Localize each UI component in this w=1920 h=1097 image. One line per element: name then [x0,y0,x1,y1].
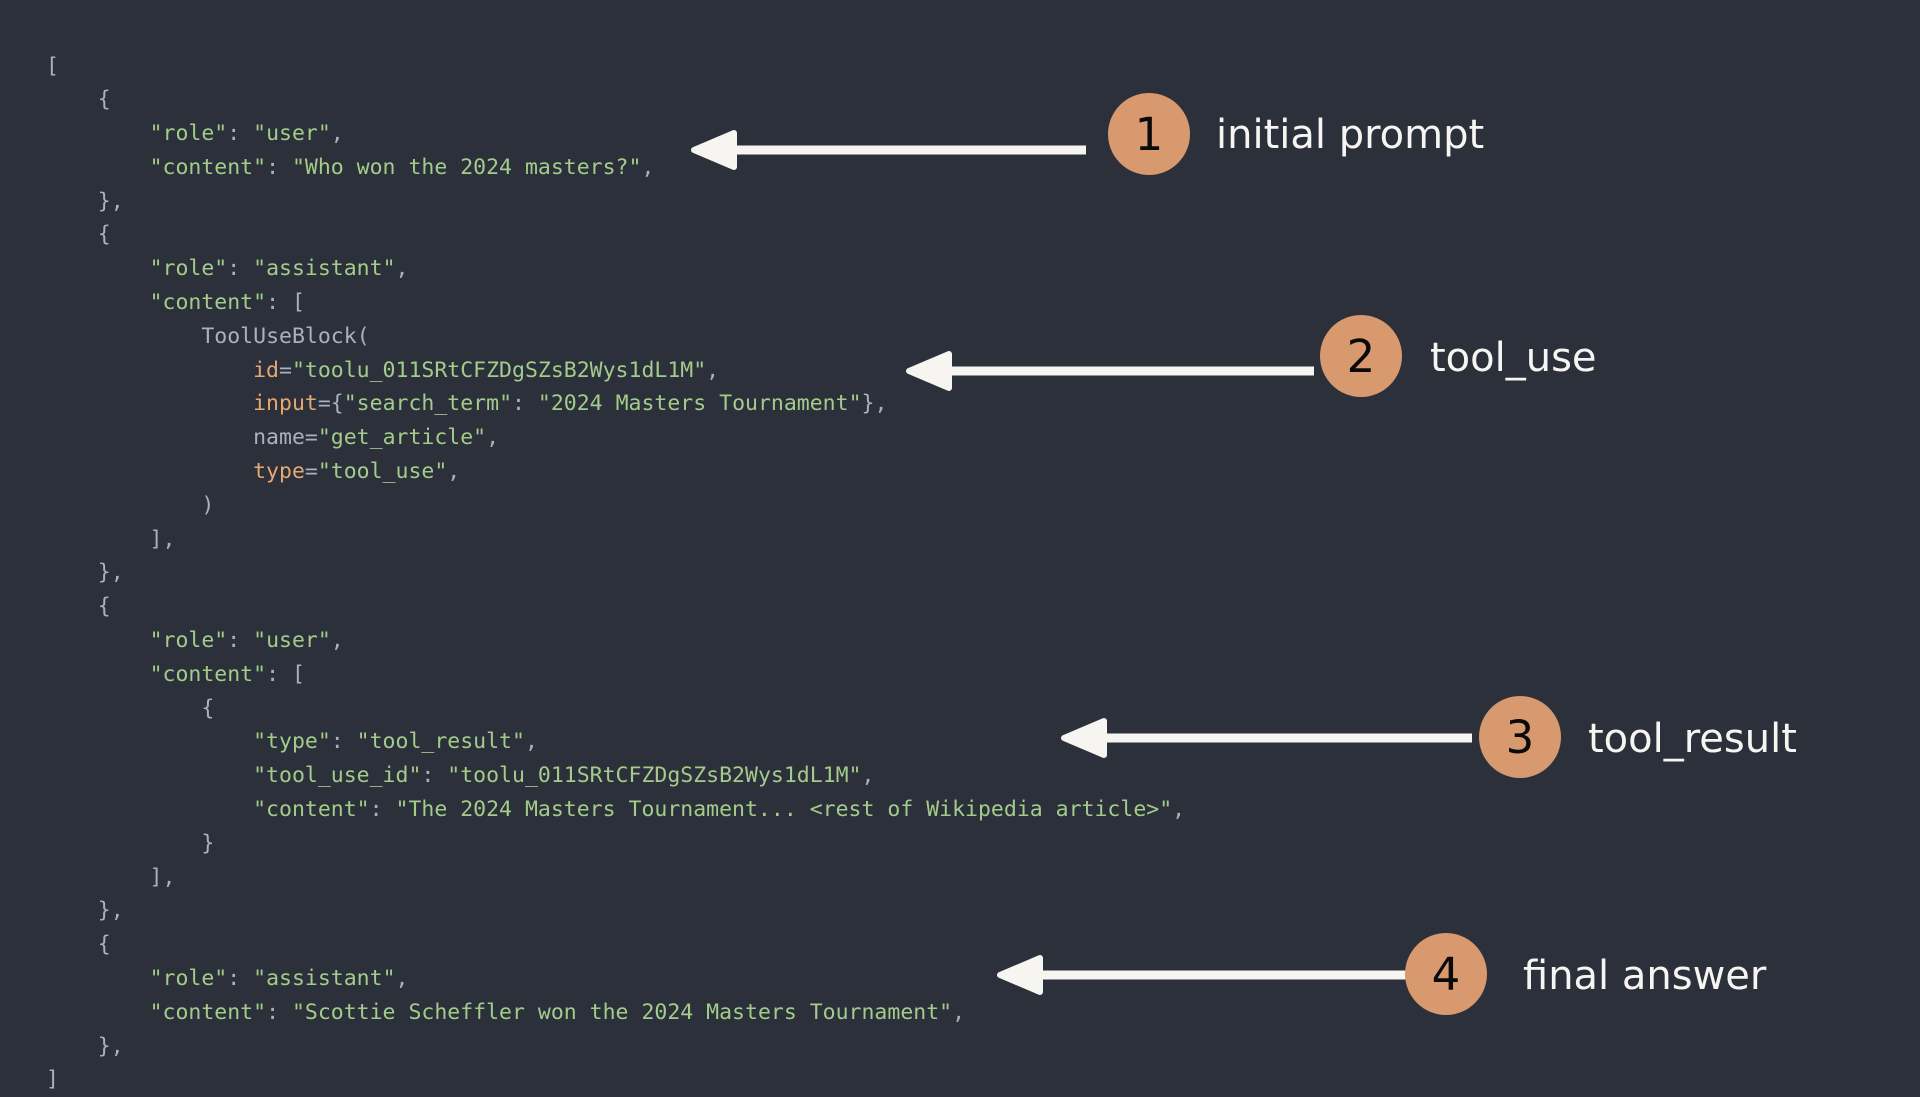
code-line: [ [46,50,1185,84]
code-line: "content": [ [46,286,1185,320]
code-line: "content": "The 2024 Masters Tournament.… [46,793,1185,827]
code-line: ) [46,489,1185,523]
annotation-badge-1: 1 [1108,93,1190,175]
code-line: { [46,928,1185,962]
annotation-label-2: tool_use [1430,338,1597,378]
code-block: [ { "role": "user", "content": "Who won … [46,50,1185,1097]
annotation-badge-3: 3 [1479,696,1561,778]
code-line: }, [46,185,1185,219]
code-line: { [46,590,1185,624]
code-line: { [46,83,1185,117]
code-line: ToolUseBlock( [46,320,1185,354]
code-line: "role": "assistant", [46,962,1185,996]
code-line: "role": "assistant", [46,252,1185,286]
code-line: }, [46,1030,1185,1064]
code-line: { [46,692,1185,726]
annotation-label-3: tool_result [1588,719,1797,759]
code-line: name="get_article", [46,421,1185,455]
code-line: "role": "user", [46,624,1185,658]
code-line: } [46,827,1185,861]
code-line: { [46,218,1185,252]
code-line-tool-result-id: "tool_use_id": "toolu_011SRtCFZDgSZsB2Wy… [46,759,1185,793]
code-line: "type": "tool_result", [46,725,1185,759]
code-line-initial-prompt: "content": "Who won the 2024 masters?", [46,151,1185,185]
code-line: ], [46,523,1185,557]
code-line: type="tool_use", [46,455,1185,489]
annotation-label-4: final answer [1523,956,1766,996]
code-line: }, [46,894,1185,928]
code-line-final-answer: "content": "Scottie Scheffler won the 20… [46,996,1185,1030]
code-line-tool-use-input: input={"search_term": "2024 Masters Tour… [46,387,1185,421]
annotation-badge-4: 4 [1405,933,1487,1015]
annotation-badge-2: 2 [1320,315,1402,397]
code-line: ], [46,861,1185,895]
code-line: }, [46,556,1185,590]
code-line: "role": "user", [46,117,1185,151]
code-line: id="toolu_011SRtCFZDgSZsB2Wys1dL1M", [46,354,1185,388]
annotation-label-1: initial prompt [1216,115,1484,155]
code-line: ] [46,1063,1185,1097]
code-line: "content": [ [46,658,1185,692]
